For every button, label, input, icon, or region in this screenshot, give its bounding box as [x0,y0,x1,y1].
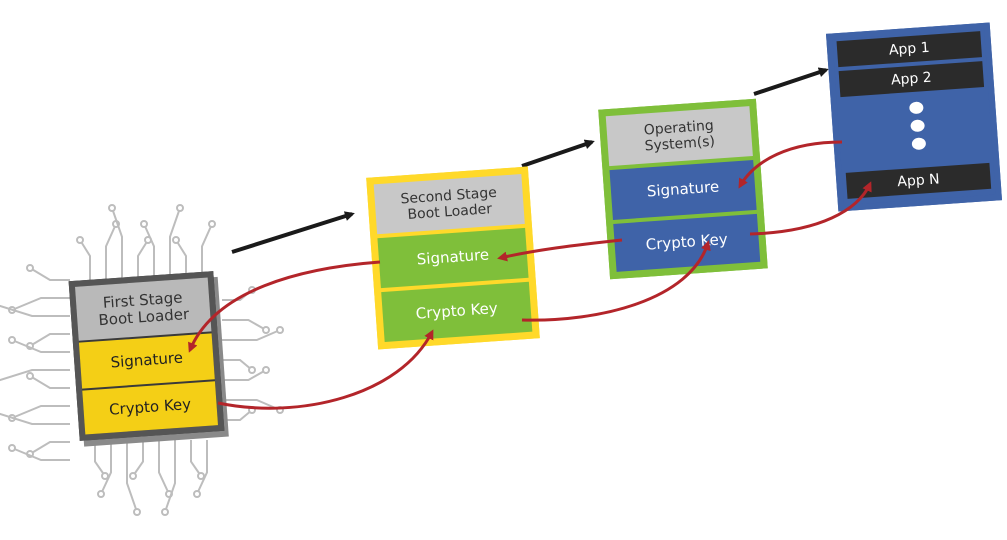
circuit-trace [29,375,70,389]
circuit-node [8,444,16,452]
circuit-trace [158,440,170,495]
os-signature: Signature [609,160,757,220]
circuit-trace [164,440,176,513]
ellipsis-dot-2 [910,119,926,133]
circuit-trace [11,339,70,353]
circuit-node [172,236,180,244]
flow-arrow-1 [231,211,355,254]
circuit-node [276,326,284,334]
circuit-trace [29,333,70,347]
circuit-node [140,220,148,228]
circuit-node [176,204,184,212]
second-stage-crypto-key: Crypto Key [381,281,533,342]
circuit-trace [137,239,149,280]
circuit-trace [190,440,202,477]
flow-arrow-3 [753,67,829,96]
flow-arrows [231,67,829,254]
ellipsis-dot-3 [911,137,927,151]
circuit-node [262,326,270,334]
circuit-trace [11,297,70,311]
circuit-trace [100,440,112,495]
second-stage-signature: Signature [377,227,529,289]
circuit-node [97,490,105,498]
circuit-node [26,264,34,272]
app-n: App N [845,162,992,199]
circuit-node [161,508,169,516]
app-2: App 2 [838,61,985,98]
circuit-trace [11,447,70,461]
circuit-trace [94,440,106,477]
circuit-node [133,508,141,516]
circuit-trace [222,289,253,301]
circuit-trace [79,239,91,280]
circuit-node [248,406,256,414]
circuit-node [8,336,16,344]
circuit-trace [29,267,70,281]
circuit-trace [143,223,155,280]
circuit-trace [0,304,70,317]
circuit-trace [169,207,181,280]
os-title-line2: System(s) [644,133,716,155]
ellipsis-dot-1 [908,101,924,115]
os-crypto-key: Crypto Key [613,213,761,272]
circuit-node [108,204,116,212]
circuit-trace [126,440,138,513]
first-stage-title-line2: Boot Loader [97,304,190,330]
circuit-node [101,472,109,480]
circuit-node [208,220,216,228]
flow-arrow-2 [521,139,595,168]
circuit-node [248,366,256,374]
circuit-trace [196,440,208,495]
circuit-node [129,472,137,480]
circuit-node [262,366,270,374]
circuit-node [26,372,34,380]
circuit-trace [222,369,267,381]
circuit-trace [11,405,70,419]
circuit-node [276,406,284,414]
circuit-trace [29,441,70,455]
first-stage-crypto-key: Crypto Key [82,381,218,435]
circuit-trace [132,440,144,477]
circuit-node [248,286,256,294]
circuit-node [197,472,205,480]
apps-block: App 1 App 2 App N [825,22,1003,212]
first-stage-signature: Signature [78,333,215,389]
circuit-node [193,490,201,498]
circuit-trace [111,207,123,280]
circuit-node [76,236,84,244]
circuit-trace [222,329,281,341]
circuit-trace [105,223,117,280]
circuit-trace [0,369,70,382]
circuit-trace [0,412,70,425]
circuit-trace [222,319,267,331]
circuit-trace [222,359,253,371]
circuit-trace [222,409,253,421]
